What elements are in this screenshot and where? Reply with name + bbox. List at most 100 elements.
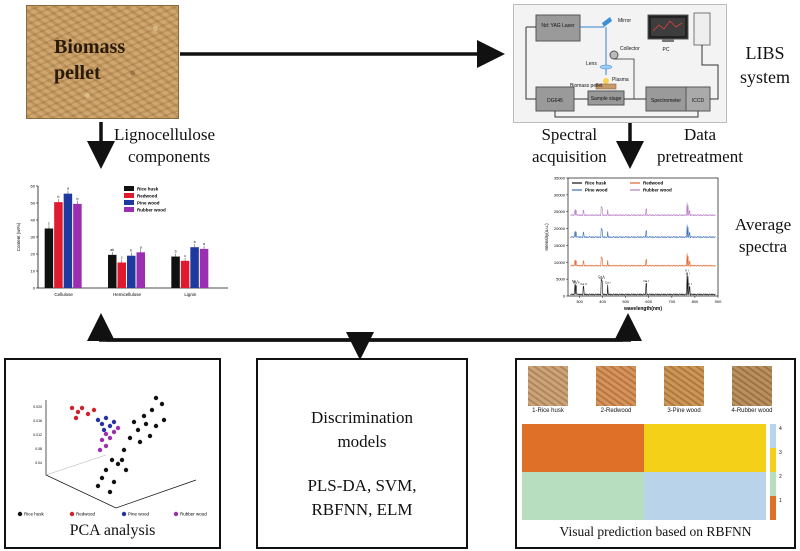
spectra-xtick-label: 700: [669, 299, 676, 304]
cable-laser-dg: [525, 27, 536, 100]
spectra-xlabel: wavelength(nm): [623, 306, 662, 312]
scale-seg-3: [770, 448, 776, 472]
libs-label-line1: LIBS: [745, 43, 785, 63]
pca-point: [99, 437, 105, 443]
pca-point: [73, 415, 79, 421]
pca-point: [79, 405, 85, 411]
pca-point: [103, 415, 109, 421]
dg645-label: DG645: [547, 98, 563, 104]
bar-legend-swatch: [124, 200, 134, 205]
bar-legend-swatch: [124, 193, 134, 198]
spectra-peak-label: K I: [685, 268, 689, 272]
pca-point: [111, 479, 117, 485]
spectra-peak-label: Ca II: [598, 274, 605, 278]
bar: [117, 262, 126, 288]
swatch-pine-wood: [664, 366, 704, 406]
pca-point: [115, 425, 121, 431]
map-cell-top-left: [522, 424, 644, 472]
pca-ytick-label: 0.016: [33, 419, 42, 423]
spectrum-line: [570, 272, 716, 296]
pca-title: PCA analysis: [69, 522, 156, 539]
pca-point: [99, 421, 105, 427]
spectra-frame: [567, 177, 719, 297]
pca-ytick-label: 0.08: [35, 447, 42, 451]
spectra-peak-label: Ca II: [580, 282, 587, 286]
models-line4: RBFNN, ELM: [311, 500, 413, 519]
scale-tick-2: 2: [779, 474, 782, 480]
pca-legend-dot: [17, 511, 23, 517]
map-cell-bottom-right: [644, 472, 766, 520]
pc-label: PC: [663, 47, 670, 53]
swatch-label-3: 3-Pine wood: [667, 408, 701, 414]
pca-point: [111, 419, 117, 425]
pca-point: [127, 435, 133, 441]
lens-icon: [599, 64, 613, 70]
spectrometer-box: [645, 86, 687, 112]
lignocellulose-line2: components: [128, 147, 211, 166]
libs-system-diagram: Nd: YAG Laser Mirror PC Collector Lens P…: [513, 4, 727, 123]
bar: [199, 248, 209, 288]
libs-schematic: Nd: YAG Laser Mirror PC Collector Lens P…: [525, 12, 719, 118]
laser-box: [535, 14, 581, 42]
visual-prediction-title: Visual prediction based on RBFNN: [559, 524, 752, 539]
libs-label-line2: system: [740, 67, 791, 87]
collector-label: Collector: [620, 46, 640, 52]
spectra-xtick-label: 800: [692, 299, 699, 304]
spectra-ylabel: Intensity(a.u.): [544, 223, 549, 251]
spectra-ytick-label: 15000: [554, 243, 566, 248]
pca-point: [103, 467, 109, 473]
swatch-label-4: 4-Rubber wood: [731, 408, 773, 414]
bar: [54, 202, 63, 288]
swatch-label-2: 2-Redwood: [600, 408, 632, 414]
biomass-pellet-label: Biomass pellet: [54, 34, 125, 86]
sample-stage-box: [587, 90, 625, 106]
pca-point: [91, 407, 97, 413]
models-line1: Discrimination: [311, 408, 413, 427]
bar-sig-label: a: [194, 240, 196, 244]
swatch-rice-husk: [528, 366, 568, 406]
bar-sig-label: b: [57, 195, 59, 199]
scale-tick-3: 3: [779, 450, 782, 456]
scale-seg-4: [770, 424, 776, 448]
lignocellulose-line1: Lignocellulose: [114, 125, 216, 144]
stage-pellet: [595, 83, 617, 90]
spectra-legend-label: Pine wood: [585, 188, 608, 193]
bar-legend-label: Rice husk: [137, 187, 159, 192]
pca-point: [123, 467, 129, 473]
bar-legend-swatch: [124, 186, 134, 191]
sample-stage-label: Sample stage: [591, 96, 622, 102]
lignocellulose-label: Lignocellulose components: [114, 124, 215, 168]
pca-point: [115, 461, 121, 467]
bar: [180, 260, 190, 288]
spectra-ytick-label: 10000: [554, 260, 566, 265]
bar-ytick-label: 30: [31, 235, 36, 240]
fiber: [614, 58, 635, 99]
bar-sig-label: c: [48, 222, 50, 226]
bar-legend-label: Rubber wood: [137, 208, 166, 213]
biomass-pellet-image: [26, 5, 179, 119]
bar: [108, 254, 117, 288]
spectra-ytick-label: 20000: [554, 226, 566, 231]
average-spectra-label: Average spectra: [728, 214, 798, 258]
bar-sig-label: a: [140, 245, 142, 249]
pca-point: [161, 417, 167, 423]
bar: [190, 247, 199, 288]
plasma-icon: [603, 78, 609, 84]
pca-ytick-label: 0.04: [35, 461, 42, 465]
pca-legend-label: Redwood: [76, 512, 96, 517]
color-scale-ticks: 4 3 2 1: [779, 424, 789, 520]
spectrum-line: [570, 224, 716, 239]
bar-sig-label: a: [67, 187, 69, 191]
pca-point: [149, 407, 155, 413]
pca-legend-dot: [69, 511, 75, 517]
mirror-label: Mirror: [618, 18, 631, 24]
sample-swatches: 1-Rice husk 2-Redwood 3-Pine wood 4-Rubb…: [522, 366, 788, 418]
models-list: PLS-DA, SVM, RBFNN, ELM: [258, 474, 466, 522]
spectral-line2: acquisition: [532, 147, 607, 166]
scale-tick-1: 1: [779, 498, 782, 504]
spectra-ytick-label: 25000: [554, 209, 566, 214]
spectra-peak-label: Mg I: [572, 279, 578, 283]
models-heading: Discrimination models: [258, 406, 466, 454]
spectrum-line: [570, 202, 716, 217]
